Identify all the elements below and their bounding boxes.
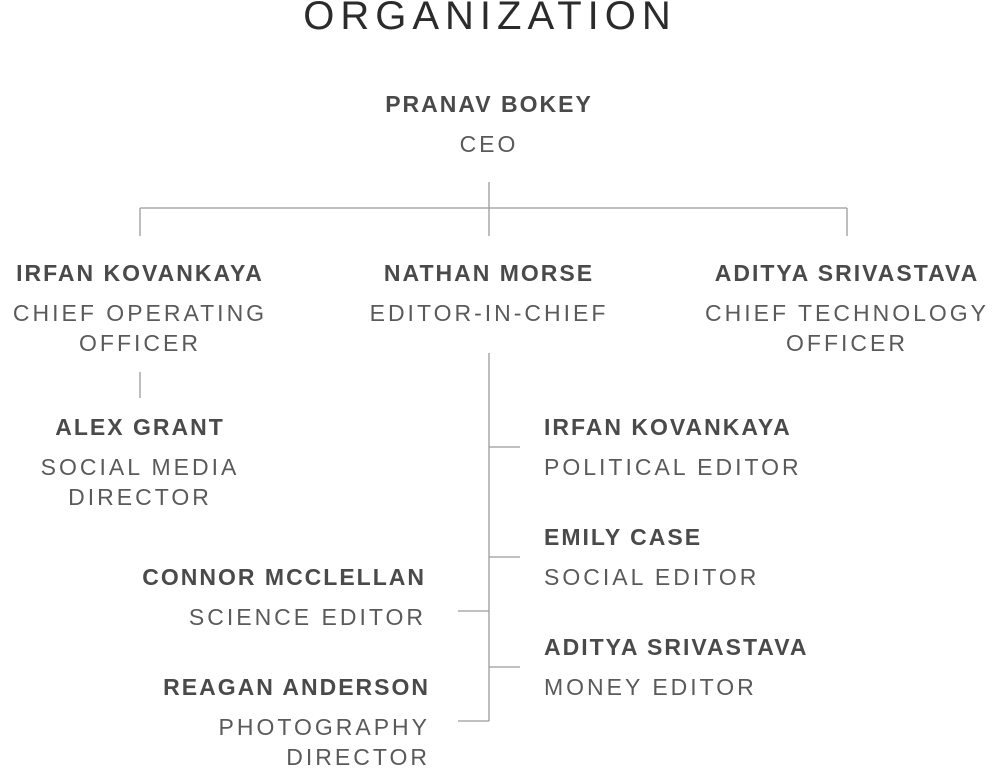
node-social-editor-role-line: SOCIAL EDITOR [544, 564, 760, 590]
node-eic-role: EDITOR-IN-CHIEF [370, 298, 609, 328]
node-money-editor-name: ADITYA SRIVASTAVA [544, 634, 809, 660]
node-cto-role-line: OFFICER [786, 330, 908, 356]
node-eic-role-line: EDITOR-IN-CHIEF [369, 300, 609, 326]
node-ceo: PRANAV BOKEY CEO [385, 89, 593, 159]
node-cto-role: CHIEF TECHNOLOGY OFFICER [705, 298, 989, 358]
node-ceo-role-line: CEO [459, 131, 519, 157]
node-social-media-director-role-line: SOCIAL MEDIA [40, 454, 240, 480]
node-coo-role: CHIEF OPERATING OFFICER [13, 298, 267, 358]
node-coo-name: IRFAN KOVANKAYA [16, 260, 264, 286]
node-science-editor-role-line: SCIENCE EDITOR [188, 604, 426, 630]
chart-title: ORGANIZATION [303, 0, 677, 38]
node-money-editor-role-line: MONEY EDITOR [544, 674, 757, 700]
node-eic-name: NATHAN MORSE [383, 260, 595, 286]
node-coo-role-line: OFFICER [79, 330, 201, 356]
node-coo-role-line: CHIEF OPERATING [12, 300, 268, 326]
node-ceo-role: CEO [385, 129, 593, 159]
node-cto-role-line: CHIEF TECHNOLOGY [705, 300, 989, 326]
node-money-editor: ADITYA SRIVASTAVA MONEY EDITOR [544, 632, 808, 702]
node-photography-director-role-line: PHOTOGRAPHY [218, 714, 430, 740]
node-social-media-director-role-line: DIRECTOR [68, 484, 212, 510]
node-ceo-name: PRANAV BOKEY [385, 91, 593, 117]
node-money-editor-role: MONEY EDITOR [544, 672, 808, 702]
node-political-editor-name: IRFAN KOVANKAYA [544, 414, 792, 440]
node-science-editor: CONNOR MCCLELLAN SCIENCE EDITOR [142, 562, 426, 632]
node-photography-director-name: REAGAN ANDERSON [163, 674, 430, 700]
node-science-editor-name: CONNOR MCCLELLAN [142, 564, 426, 590]
node-social-editor-name: EMILY CASE [544, 524, 703, 550]
node-photography-director: REAGAN ANDERSON PHOTOGRAPHY DIRECTOR [163, 672, 430, 772]
node-political-editor-role-line: POLITICAL EDITOR [544, 454, 802, 480]
node-social-media-director-role: SOCIAL MEDIA DIRECTOR [41, 452, 240, 512]
node-social-media-director-name: ALEX GRANT [55, 414, 225, 440]
node-social-editor-role: SOCIAL EDITOR [544, 562, 759, 592]
node-photography-director-role: PHOTOGRAPHY DIRECTOR [163, 712, 430, 772]
node-social-editor: EMILY CASE SOCIAL EDITOR [544, 522, 759, 592]
node-political-editor: IRFAN KOVANKAYA POLITICAL EDITOR [544, 412, 802, 482]
node-cto-name: ADITYA SRIVASTAVA [714, 260, 980, 286]
node-science-editor-role: SCIENCE EDITOR [142, 602, 426, 632]
node-social-media-director: ALEX GRANT SOCIAL MEDIA DIRECTOR [41, 412, 240, 512]
node-coo: IRFAN KOVANKAYA CHIEF OPERATING OFFICER [13, 258, 267, 358]
node-eic: NATHAN MORSE EDITOR-IN-CHIEF [370, 258, 609, 328]
node-photography-director-role-line: DIRECTOR [286, 744, 430, 770]
node-political-editor-role: POLITICAL EDITOR [544, 452, 802, 482]
node-cto: ADITYA SRIVASTAVA CHIEF TECHNOLOGY OFFIC… [705, 258, 989, 358]
